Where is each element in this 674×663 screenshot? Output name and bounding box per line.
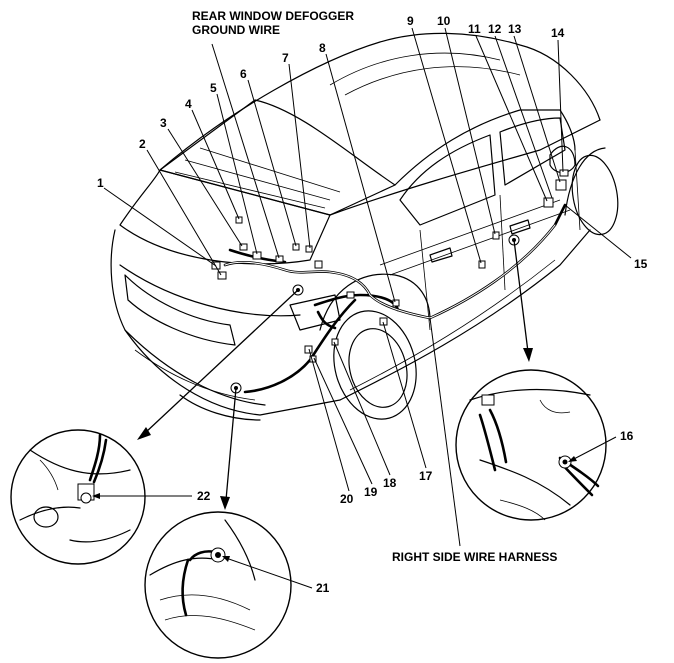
callout-5: 5	[210, 81, 217, 95]
callout-2: 2	[139, 137, 146, 151]
detail-view-21	[144, 511, 292, 659]
callout-21: 21	[316, 581, 330, 595]
callout-9: 9	[407, 14, 414, 28]
callout-10: 10	[437, 14, 451, 28]
callout-7: 7	[282, 51, 289, 65]
connectors	[211, 169, 569, 394]
callout-8: 8	[319, 41, 326, 55]
callout-15: 15	[634, 257, 648, 271]
callout-13: 13	[508, 22, 522, 36]
callout-17: 17	[419, 469, 433, 483]
detail-view-22	[10, 429, 146, 565]
rear-defogger-ground-label-line2: GROUND WIRE	[192, 23, 280, 37]
detail-leaders	[92, 436, 617, 589]
callout-4: 4	[185, 97, 192, 111]
callout-14: 14	[551, 26, 565, 40]
callout-6: 6	[240, 67, 247, 81]
callout-12: 12	[488, 22, 502, 36]
callout-1: 1	[97, 176, 104, 190]
car-body	[110, 32, 619, 421]
callout-3: 3	[160, 116, 167, 130]
right-side-wire-harness-label: RIGHT SIDE WIRE HARNESS	[392, 550, 557, 564]
detail-view-16	[455, 369, 607, 521]
callout-19: 19	[364, 485, 378, 499]
callout-11: 11	[468, 22, 481, 36]
callout-18: 18	[383, 476, 397, 490]
callout-16: 16	[620, 429, 634, 443]
detail-arrows	[137, 239, 533, 510]
callout-22: 22	[197, 489, 211, 503]
callout-20: 20	[340, 492, 354, 506]
text-labels: REAR WINDOW DEFOGGER GROUND WIRE RIGHT S…	[97, 9, 648, 595]
rear-defogger-ground-label-line1: REAR WINDOW DEFOGGER	[192, 9, 354, 23]
leader-lines	[103, 27, 632, 547]
